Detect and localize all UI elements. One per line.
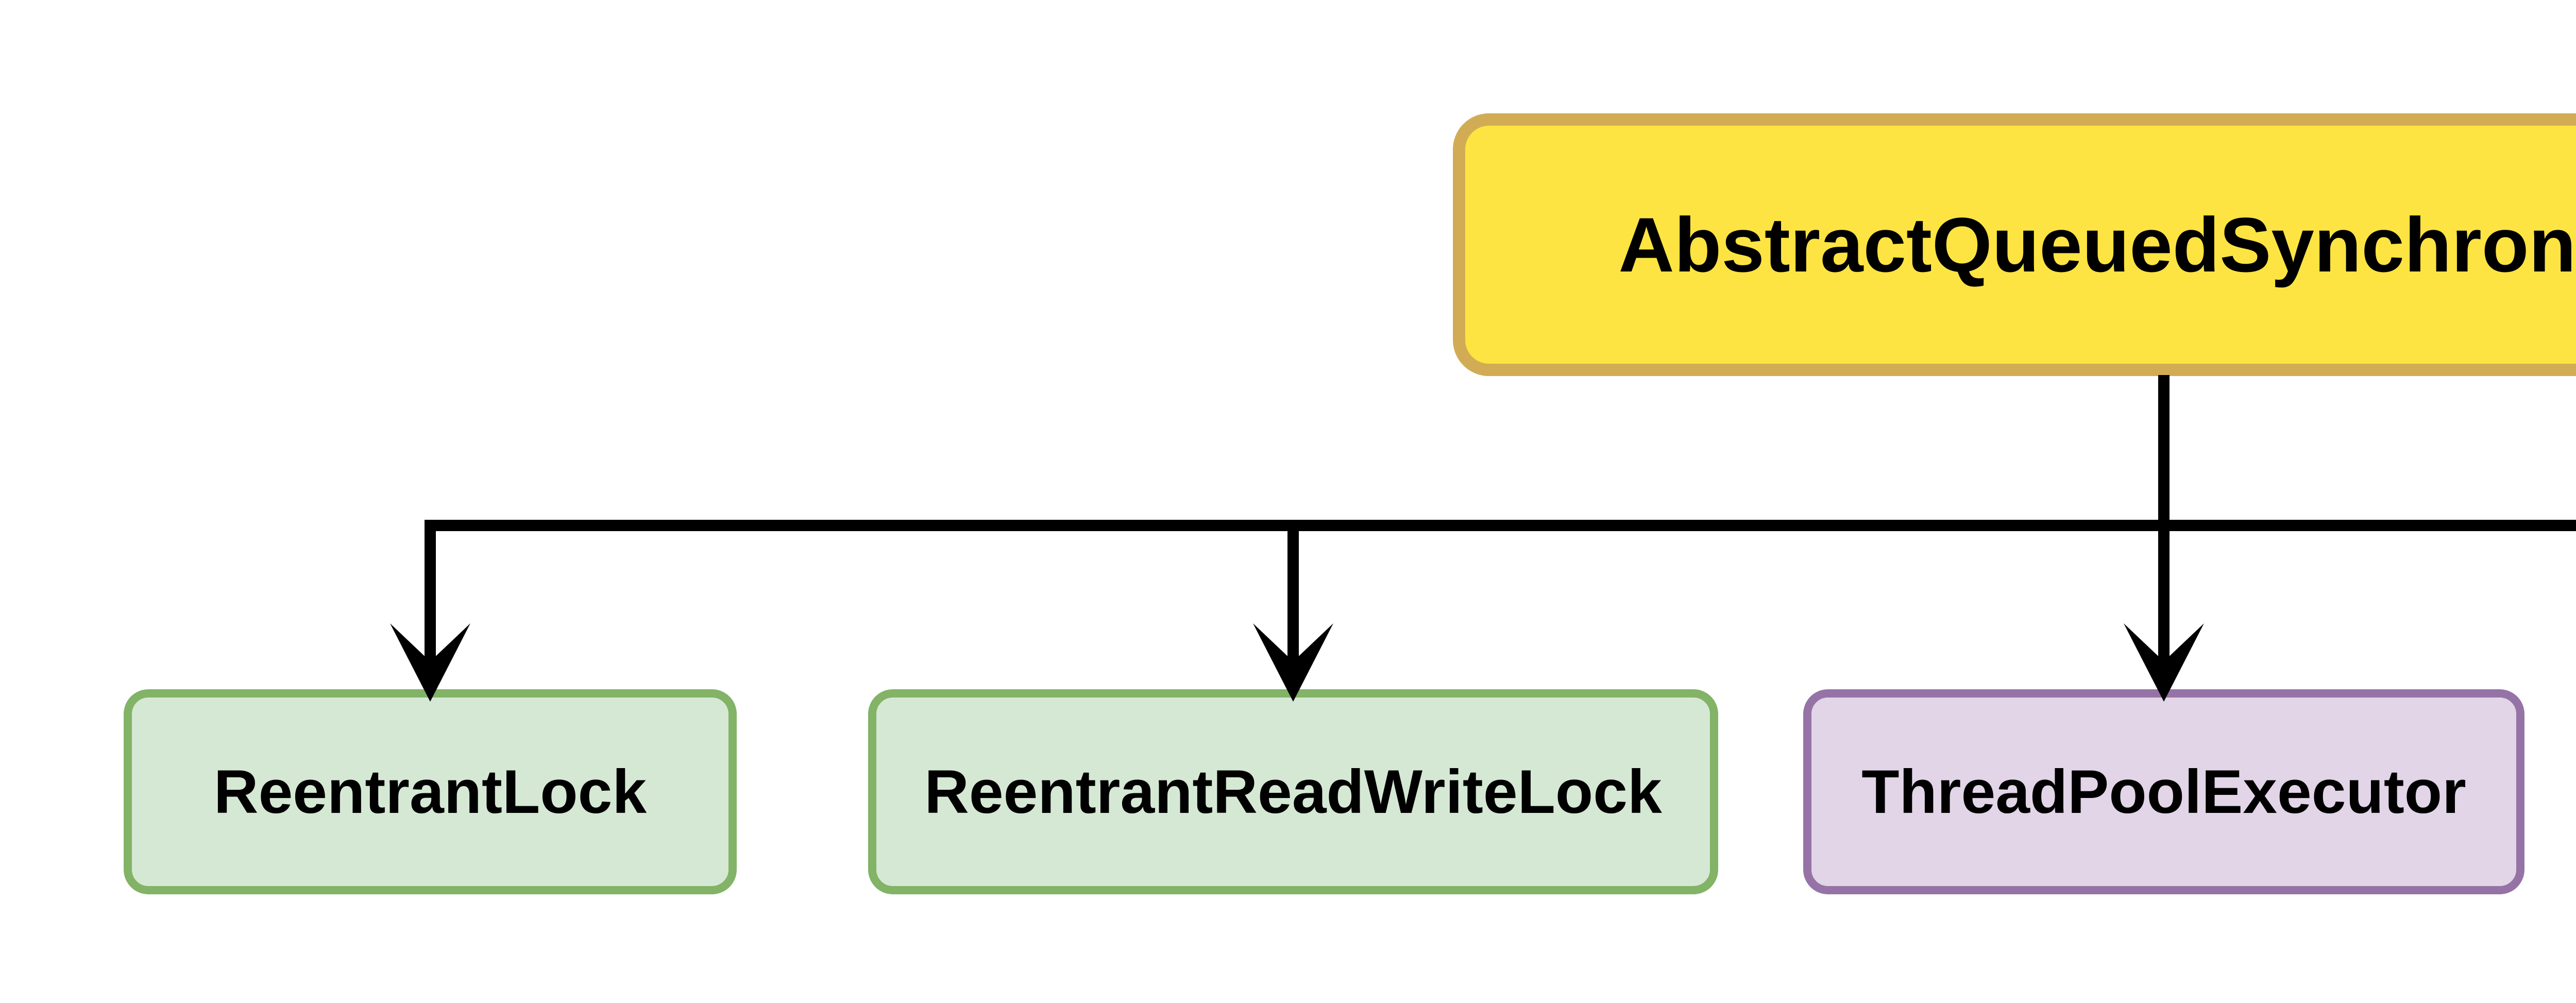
node-thread-pool-executor: ThreadPoolExecutor — [1803, 689, 2524, 894]
node-label-reentrant-read-write-lock: ReentrantReadWriteLock — [924, 757, 1662, 826]
node-reentrant-lock: ReentrantLock — [124, 689, 737, 894]
node-label-reentrant-lock: ReentrantLock — [213, 757, 647, 826]
node-label-thread-pool-executor: ThreadPoolExecutor — [1861, 757, 2466, 826]
connector-trunk-arrow-thread-pool-executor — [2124, 375, 2204, 702]
node-label-abstract-queued-synchronizer: AbstractQueuedSynchronizer — [1618, 201, 2576, 288]
node-abstract-queued-synchronizer: AbstractQueuedSynchronizer — [1453, 113, 2576, 376]
connector-arrow-reentrant-read-write-lock — [1253, 521, 1333, 702]
connector-arrow-reentrant-lock — [390, 521, 470, 702]
node-reentrant-read-write-lock: ReentrantReadWriteLock — [868, 689, 1718, 894]
